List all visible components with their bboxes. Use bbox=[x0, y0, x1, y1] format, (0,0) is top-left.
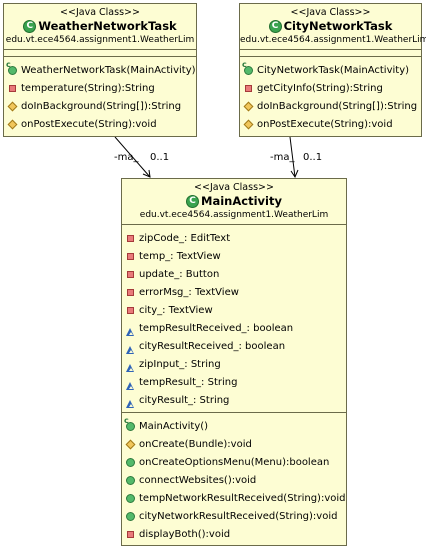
attribute-label: zipCode_: EditText bbox=[139, 232, 231, 244]
weather-assoc-multiplicity: 0..1 bbox=[150, 152, 170, 163]
attribute-label: city_: TextView bbox=[139, 304, 213, 316]
protected-diamond-icon bbox=[243, 119, 254, 129]
method-label: displayBoth():void bbox=[139, 528, 231, 540]
class-package: edu.vt.ece4564.assignment1.WeatherLim bbox=[5, 35, 195, 45]
attributes-section bbox=[240, 50, 421, 57]
class-name: MainActivity bbox=[201, 194, 282, 208]
attribute-label: cityResult_: String bbox=[139, 394, 230, 406]
city-assoc-role: -ma_ bbox=[270, 152, 295, 163]
method-row[interactable]: onPostExecute(String):void bbox=[240, 115, 421, 133]
private-square-icon bbox=[127, 270, 134, 278]
method-row[interactable]: CityNetworkTask(MainActivity) bbox=[240, 60, 421, 79]
attribute-row[interactable]: zipInput_: String bbox=[122, 355, 346, 373]
protected-diamond-icon bbox=[243, 101, 254, 111]
method-row[interactable]: doInBackground(String[]):String bbox=[4, 97, 196, 115]
class-stereotype: <<Java Class>> bbox=[290, 7, 371, 18]
method-row[interactable]: connectWebsites():void bbox=[122, 471, 346, 489]
protected-diamond-icon bbox=[7, 101, 18, 111]
attribute-label: cityResultReceived_: boolean bbox=[139, 340, 286, 352]
method-row[interactable]: WeatherNetworkTask(MainActivity) bbox=[4, 60, 196, 79]
protected-diamond-icon bbox=[7, 119, 18, 129]
attribute-row[interactable]: tempResultReceived_: boolean bbox=[122, 319, 346, 337]
attribute-row[interactable]: zipCode_: EditText bbox=[122, 229, 346, 247]
class-package: edu.vt.ece4564.assignment1.WeatherLim bbox=[240, 35, 426, 45]
attribute-row[interactable]: tempResult_: String bbox=[122, 373, 346, 391]
attribute-label: errorMsg_: TextView bbox=[139, 286, 239, 298]
private-square-icon bbox=[127, 530, 134, 538]
constructor-circle-icon bbox=[6, 60, 17, 75]
public-circle-icon bbox=[126, 493, 135, 503]
class-name: WeatherNetworkTask bbox=[38, 19, 177, 33]
method-row[interactable]: cityNetworkResultReceived(String):void bbox=[122, 507, 346, 525]
method-label: onCreateOptionsMenu(Menu):boolean bbox=[139, 456, 330, 468]
class-name: CityNetworkTask bbox=[283, 19, 393, 33]
class-icon: C bbox=[23, 20, 37, 33]
attributes-section: zipCode_: EditText temp_: TextView update_… bbox=[122, 225, 346, 413]
protected-diamond-icon bbox=[125, 439, 136, 449]
method-row[interactable]: temperature(String):String bbox=[4, 79, 196, 97]
private-square-icon bbox=[127, 306, 134, 314]
attribute-label: tempResultReceived_: boolean bbox=[139, 322, 294, 334]
private-square-icon bbox=[127, 234, 134, 242]
methods-section: CityNetworkTask(MainActivity) getCityInfo… bbox=[240, 57, 421, 136]
public-circle-icon bbox=[126, 457, 135, 467]
attribute-row[interactable]: temp_: TextView bbox=[122, 247, 346, 265]
attribute-label: update_: Button bbox=[139, 268, 220, 280]
attribute-row[interactable]: city_: TextView bbox=[122, 301, 346, 319]
method-label: CityNetworkTask(MainActivity) bbox=[257, 64, 410, 76]
public-circle-icon bbox=[126, 511, 135, 521]
weather-assoc-role: -ma_ bbox=[114, 152, 139, 163]
class-icon: C bbox=[186, 195, 200, 208]
private-square-icon bbox=[245, 84, 252, 92]
attribute-row[interactable]: errorMsg_: TextView bbox=[122, 283, 346, 301]
method-label: cityNetworkResultReceived(String):void bbox=[139, 510, 338, 522]
attribute-row[interactable]: cityResultReceived_: boolean bbox=[122, 337, 346, 355]
private-square-icon bbox=[127, 288, 134, 296]
method-label: getCityInfo(String):String bbox=[257, 82, 383, 94]
method-row[interactable]: doInBackground(String[]):String bbox=[240, 97, 421, 115]
method-row[interactable]: onCreate(Bundle):void bbox=[122, 435, 346, 453]
attributes-section bbox=[4, 50, 196, 57]
public-circle-icon bbox=[126, 475, 135, 485]
attribute-row[interactable]: update_: Button bbox=[122, 265, 346, 283]
attribute-row[interactable]: cityResult_: String bbox=[122, 391, 346, 409]
method-label: connectWebsites():void bbox=[139, 474, 257, 486]
method-row[interactable]: MainActivity() bbox=[122, 416, 346, 435]
method-label: temperature(String):String bbox=[21, 82, 155, 94]
class-icon: C bbox=[268, 20, 282, 33]
method-row[interactable]: tempNetworkResultReceived(String):void bbox=[122, 489, 346, 507]
constructor-circle-icon bbox=[242, 60, 253, 75]
method-row[interactable]: onCreateOptionsMenu(Menu):boolean bbox=[122, 453, 346, 471]
method-label: onPostExecute(String):void bbox=[21, 118, 157, 130]
method-row[interactable]: getCityInfo(String):String bbox=[240, 79, 421, 97]
method-label: onPostExecute(String):void bbox=[257, 118, 393, 130]
method-row[interactable]: onPostExecute(String):void bbox=[4, 115, 196, 133]
method-label: MainActivity() bbox=[139, 420, 209, 432]
attribute-label: temp_: TextView bbox=[139, 250, 221, 262]
method-label: onCreate(Bundle):void bbox=[139, 438, 252, 450]
private-square-icon bbox=[127, 252, 134, 260]
method-label: tempNetworkResultReceived(String):void bbox=[139, 492, 346, 504]
private-square-icon bbox=[9, 84, 16, 92]
attribute-label: tempResult_: String bbox=[139, 376, 238, 388]
method-row[interactable]: displayBoth():void bbox=[122, 525, 346, 543]
methods-section: WeatherNetworkTask(MainActivity) temperat… bbox=[4, 57, 196, 136]
methods-section: MainActivity() onCreate(Bundle):void onCre… bbox=[122, 413, 346, 546]
method-label: doInBackground(String[]):String bbox=[21, 100, 182, 112]
method-label: WeatherNetworkTask(MainActivity) bbox=[21, 64, 196, 76]
attribute-label: zipInput_: String bbox=[139, 358, 221, 370]
constructor-circle-icon bbox=[124, 416, 135, 431]
class-stereotype: <<Java Class>> bbox=[60, 7, 140, 18]
class-package: edu.vt.ece4564.assignment1.WeatherLim bbox=[139, 210, 329, 220]
city-assoc-multiplicity: 0..1 bbox=[303, 152, 323, 163]
method-label: doInBackground(String[]):String bbox=[257, 100, 418, 112]
class-stereotype: <<Java Class>> bbox=[194, 182, 274, 193]
